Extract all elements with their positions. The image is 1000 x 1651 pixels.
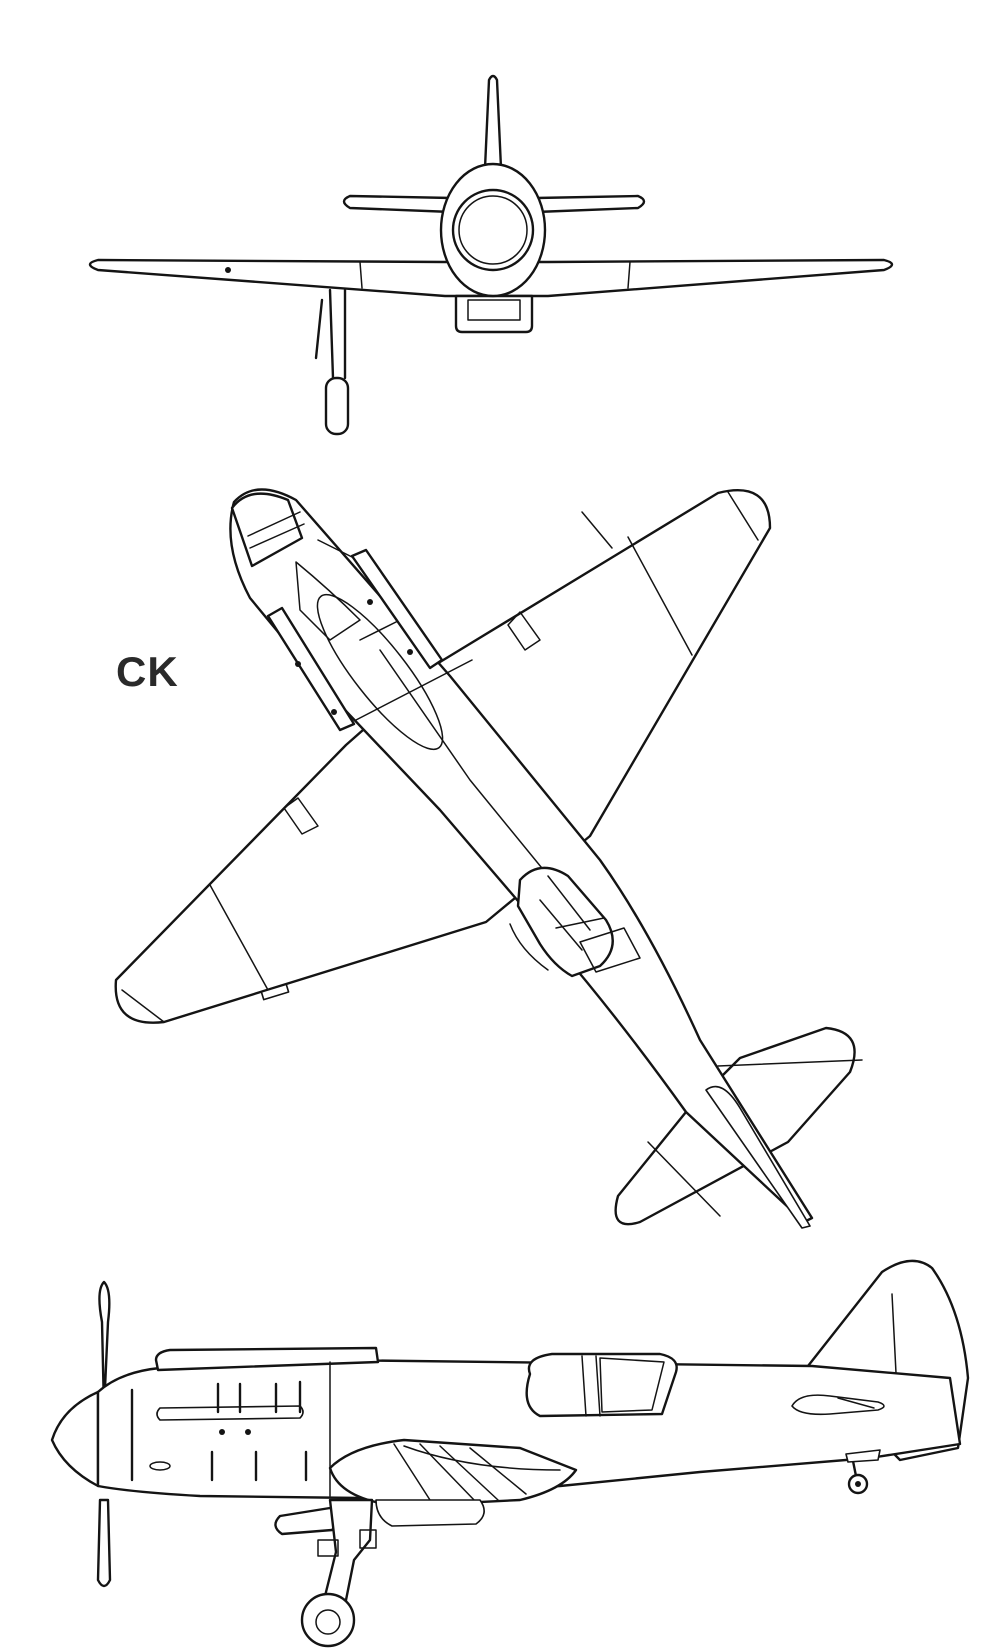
side-spinner — [50, 1390, 100, 1488]
top-trim-tab — [260, 983, 290, 1001]
top-wingtip-line-left — [121, 989, 165, 1023]
top-wing-panel-right — [507, 611, 541, 651]
side-main-wheel — [300, 1592, 356, 1648]
top-cockpit-edge — [509, 923, 549, 971]
side-propeller-blade-top — [98, 1280, 111, 1412]
side-gear-bracket-right — [359, 1529, 377, 1549]
top-cowling-lines — [247, 511, 305, 549]
side-canopy-slider — [599, 1357, 665, 1413]
top-pitot — [581, 511, 613, 549]
top-aileron-line-left — [209, 884, 269, 991]
front-stabilizer-right — [534, 194, 646, 214]
side-gear-bracket-left — [317, 1539, 339, 1557]
top-exhaust-fairing-left — [266, 606, 356, 732]
top-engine-panel — [295, 561, 361, 641]
front-fin — [483, 74, 503, 170]
top-cockpit-canopy — [516, 866, 614, 978]
top-fuselage-joint — [355, 659, 473, 721]
side-view — [50, 1259, 970, 1648]
front-view — [88, 74, 894, 436]
side-cowling-fasteners — [130, 1380, 308, 1482]
side-radiator-fairing — [375, 1499, 485, 1527]
front-radiator-scoop — [454, 294, 534, 334]
side-cowl-intake — [149, 1461, 171, 1471]
top-exhaust-stub-1 — [367, 599, 373, 605]
side-wing-ribs — [393, 1443, 527, 1503]
top-radiator-outline — [316, 593, 444, 751]
top-wingtip-line-right — [727, 491, 759, 541]
side-fuselage — [96, 1358, 962, 1500]
top-elevator-line-right — [717, 1059, 863, 1067]
top-view — [114, 488, 863, 1229]
aircraft-designation-label: CK — [116, 648, 179, 695]
side-tailwheel-hub — [855, 1481, 861, 1487]
front-landing-gear-leg — [314, 288, 347, 380]
front-spinner — [451, 188, 535, 272]
side-propeller-blade-bottom — [96, 1498, 112, 1588]
top-elevator-line-left — [647, 1141, 721, 1217]
front-wing-line-left — [359, 261, 363, 289]
front-landing-gear-wheel — [324, 376, 350, 436]
front-spinner-inner — [458, 195, 528, 265]
side-main-wheel-hub — [315, 1609, 341, 1635]
top-wing-panel-left — [283, 797, 319, 835]
top-canopy-frame — [539, 875, 605, 951]
side-wing-edge — [403, 1445, 561, 1471]
front-wing-lamp — [225, 267, 231, 273]
top-fuselage-centerline — [379, 649, 569, 901]
side-exhaust-row — [156, 1405, 304, 1421]
front-stabilizer-left — [342, 194, 454, 214]
side-stabilizer — [791, 1394, 885, 1416]
front-wing-line-right — [627, 261, 631, 289]
top-exhaust-stub-3 — [295, 661, 301, 667]
side-main-gear-door — [274, 1506, 339, 1536]
top-fin — [705, 1085, 811, 1229]
top-exhaust-fairing-right — [350, 548, 444, 670]
top-exhaust-stub-2 — [407, 649, 413, 655]
top-fuselage — [229, 488, 814, 1224]
front-radiator-inner — [467, 299, 521, 321]
side-canopy-frame — [581, 1355, 601, 1417]
side-wing-root — [328, 1438, 578, 1508]
side-main-gear-leg — [320, 1498, 374, 1612]
top-exhaust-stub-4 — [331, 709, 337, 715]
side-elevator-line — [837, 1397, 875, 1409]
top-aileron-line-right — [627, 536, 693, 656]
top-canopy-rear — [579, 927, 641, 973]
side-cowling-top — [154, 1346, 380, 1372]
side-tailwheel-fairing — [845, 1449, 881, 1463]
